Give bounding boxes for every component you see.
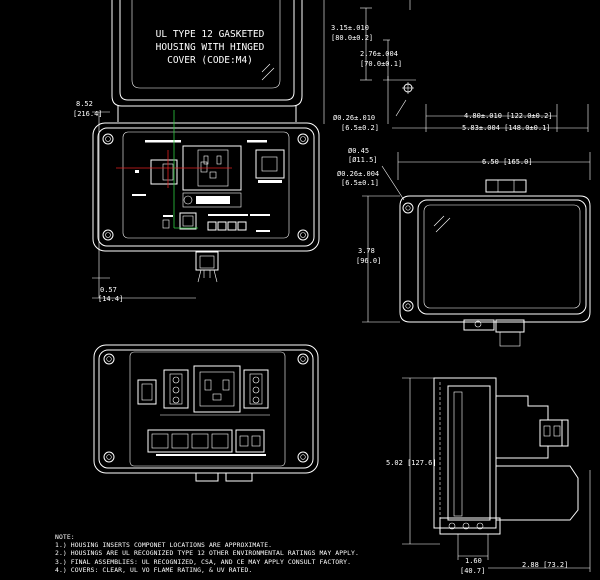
dim-mid-offset: 2.76±.004 bbox=[360, 50, 398, 58]
dim-depth-a: 1.60 bbox=[465, 557, 482, 565]
dim-flange-value: 0.57 bbox=[100, 286, 117, 294]
cover-label-line-2: HOUSING WITH HINGED bbox=[156, 42, 265, 53]
cover-hole-top bbox=[402, 202, 414, 214]
mounting-hole-tl bbox=[102, 133, 114, 145]
note-3: 3.) FINAL ASSEMBLIES: UL RECOGNIZED, CSA… bbox=[55, 557, 352, 566]
dim-hole-dia-mm: [6.5±0.2] bbox=[341, 124, 379, 132]
dim-side-height: 5.02 [127.6] bbox=[386, 459, 437, 467]
notes-block: NOTE: 1.) HOUSING INSERTS COMPONET LOCAT… bbox=[55, 533, 359, 574]
dim-flange-mm: [14.4] bbox=[98, 295, 123, 303]
dim-depth-a-mm: [40.7] bbox=[460, 567, 485, 575]
note-4: 4.) COVERS: CLEAR, UL VO FLAME RATING, &… bbox=[55, 565, 253, 574]
closed-cover-view: 6.50 [165.0] Ø0.45 [Ø11.5] Ø0.26±.004 [6… bbox=[337, 147, 591, 347]
front-view-panel bbox=[93, 344, 319, 482]
note-2: 2.) HOUSINGS ARE UL RECOGNIZED TYPE 12 O… bbox=[55, 549, 359, 558]
dim-depth-b: 2.88 [73.2] bbox=[522, 561, 568, 569]
front-view-housing bbox=[92, 110, 320, 283]
mounting-pattern-view: 3.15±.010 [80.0±0.2] 2.76±.004 [70.0±0.1… bbox=[323, 0, 589, 132]
mounting-hole-tr bbox=[297, 133, 309, 145]
notes-title: NOTE: bbox=[55, 533, 75, 541]
dim-left-height: 8.52 [216.4] 0.57 [14.4] bbox=[73, 100, 196, 303]
dim-inner-width: 4.80±.010 [122.0±0.2] bbox=[464, 112, 553, 120]
dim-top-offset-mm: [80.0±0.2] bbox=[331, 34, 373, 42]
side-view: 5.02 [127.6] 1.60 [40.7] 2.88 [73.2] bbox=[386, 377, 591, 575]
dim-hole-mid-mm: [6.5±0.1] bbox=[341, 179, 379, 187]
dim-left-height-mm: [216.4] bbox=[73, 110, 103, 118]
dim-outer-width: 5.83±.004 [148.0±0.1] bbox=[462, 124, 551, 132]
dim-body-height: 3.78 bbox=[358, 247, 375, 255]
dim-body-width: 6.50 [165.0] bbox=[482, 158, 533, 166]
dim-hole-small: Ø0.45 bbox=[348, 147, 369, 155]
mounting-hole-bl bbox=[102, 229, 114, 241]
dim-top-offset: 3.15±.010 bbox=[331, 24, 369, 32]
cover-hole-bottom bbox=[402, 300, 414, 312]
dim-body-height-mm: [96.0] bbox=[356, 257, 381, 265]
note-1: 1.) HOUSING INSERTS COMPONET LOCATIONS A… bbox=[55, 541, 273, 550]
cover-label-line-1: UL TYPE 12 GASKETED bbox=[156, 29, 265, 40]
rj45-port-right bbox=[255, 149, 285, 179]
dim-hole-small-mm: [Ø11.5] bbox=[348, 156, 378, 164]
dim-mid-offset-mm: [70.0±0.1] bbox=[360, 60, 402, 68]
cover-label-line-3: COVER (CODE:M4) bbox=[167, 55, 253, 66]
mounting-hole-br bbox=[297, 229, 309, 241]
dim-hole-dia: Ø0.26±.010 bbox=[333, 114, 375, 122]
dim-left-height-value: 8.52 bbox=[76, 100, 93, 108]
dim-hole-mid: Ø0.26±.004 bbox=[337, 170, 379, 178]
front-view-cover: UL TYPE 12 GASKETED HOUSING WITH HINGED … bbox=[111, 0, 303, 122]
